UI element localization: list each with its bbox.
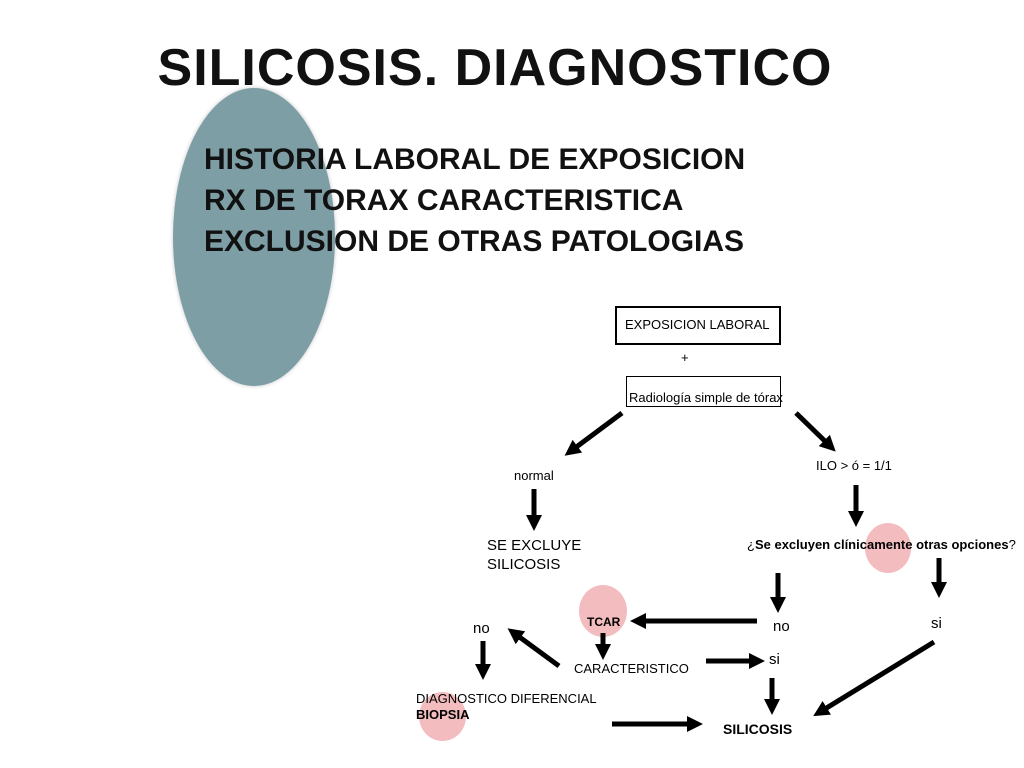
highlight-circle-biopsia [419, 692, 466, 741]
highlight-circle-options [865, 523, 911, 573]
slide-title: SILICOSIS. DIAGNOSTICO [157, 39, 833, 97]
criteria-item: HISTORIA LABORAL DE EXPOSICION [204, 143, 746, 176]
question-text: Se excluyen clínicamente otras opciones [754, 537, 1009, 552]
arrow-caract-to-no [507, 628, 561, 669]
diag-dif-text: DIAGNOSTICO DIFERENCIAL [416, 691, 597, 706]
radiologia-label: Radiología simple de tórax [629, 390, 783, 405]
se-excluye-line: SILICOSIS [487, 556, 561, 573]
decorative-ellipse [173, 88, 335, 386]
no-left-label: no [473, 620, 490, 637]
criteria-list: HISTORIA LABORAL DE EXPOSICION RX DE TOR… [204, 139, 745, 262]
exposicion-laboral-label: EXPOSICION LABORAL [625, 317, 770, 332]
criteria-item: EXCLUSION DE OTRAS PATOLOGIAS [204, 225, 745, 258]
arrow-right-si-to-silicosis [813, 639, 936, 717]
question-open-mark: ¿ [747, 537, 755, 552]
no-right-label: no [773, 618, 790, 635]
diagnostico-diferencial-label: DIAGNOSTICO DIFERENCIAL BIOPSIA [416, 691, 597, 723]
biopsia-text: BIOPSIA [416, 707, 470, 722]
normal-label: normal [514, 468, 554, 483]
caracteristico-label: CARACTERISTICO [574, 661, 689, 676]
si-mid-label: si [769, 651, 780, 668]
question-label: ¿Se excluyen clínicamente otras opciones… [747, 537, 1016, 552]
highlight-circle-tcar [579, 585, 627, 637]
tcar-label: TCAR [587, 615, 621, 629]
si-right-label: si [931, 615, 942, 632]
criteria-item: RX DE TORAX CARACTERISTICA [204, 184, 684, 217]
plus-sign: + [681, 350, 689, 365]
silicosis-result-label: SILICOSIS [723, 721, 793, 737]
arrow-to-normal [564, 410, 624, 456]
se-excluye-line: SE EXCLUYE [487, 537, 582, 554]
se-excluye-label: SE EXCLUYE SILICOSIS [487, 536, 581, 574]
radiologia-box: Radiología simple de tórax [626, 376, 783, 407]
question-close-mark: ? [1008, 537, 1016, 552]
arrow-to-ilo [794, 411, 836, 452]
exposicion-laboral-box: EXPOSICION LABORAL [615, 306, 781, 345]
ilo-label: ILO > ó = 1/1 [816, 458, 892, 473]
